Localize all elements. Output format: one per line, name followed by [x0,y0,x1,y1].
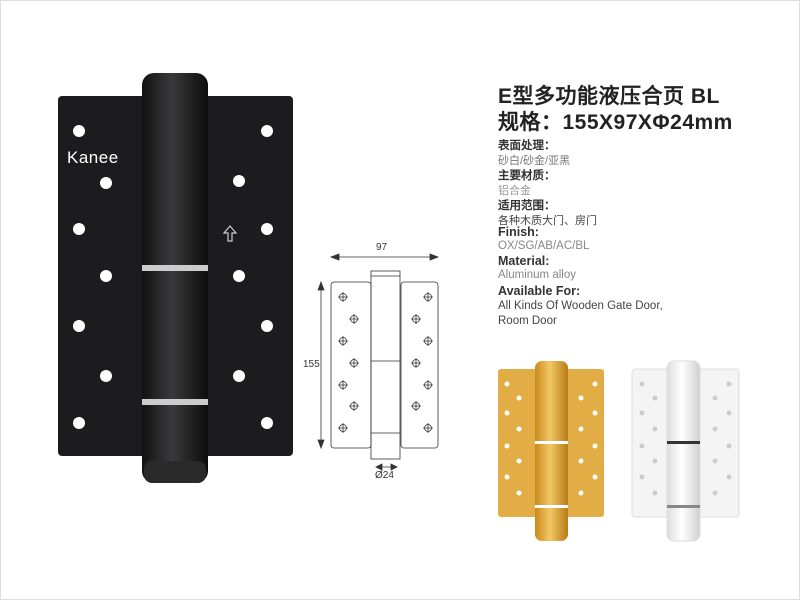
material-value: Aluminum alloy [498,269,576,281]
usage-cn-label: 适用范围： [498,200,556,212]
gold-hinge [498,361,604,541]
white-hinge [631,360,740,542]
width-dimension: 97 [376,242,388,253]
diameter-dimension: Ø24 [375,470,394,481]
available-for-value-2: Room Door [498,315,557,327]
finish-value: OX/SG/AB/AC/BL [498,240,590,252]
arrow-up-icon [222,225,238,242]
height-dimension: 155 [303,359,320,370]
material-cn-label: 主要材质： [498,170,556,182]
technical-drawing [317,253,440,471]
product-spec: 规格：155X97XΦ24mm [498,111,733,134]
usage-cn-value: 各种木质大门、房门 [498,215,597,227]
available-for-value: All Kinds Of Wooden Gate Door, [498,300,663,312]
product-title: E型多功能液压合页 BL [498,85,720,108]
finish-label: Finish: [498,225,539,239]
brand-logo: Kanee [67,148,119,167]
material-cn-value: 铝合金 [498,185,531,197]
finish-cn-value: 砂白/砂金/亚黑 [498,155,571,167]
finish-cn-label: 表面处理： [498,140,556,152]
black-hinge [58,73,293,483]
material-label: Material: [498,254,550,268]
available-for-label: Available For: [498,284,581,298]
